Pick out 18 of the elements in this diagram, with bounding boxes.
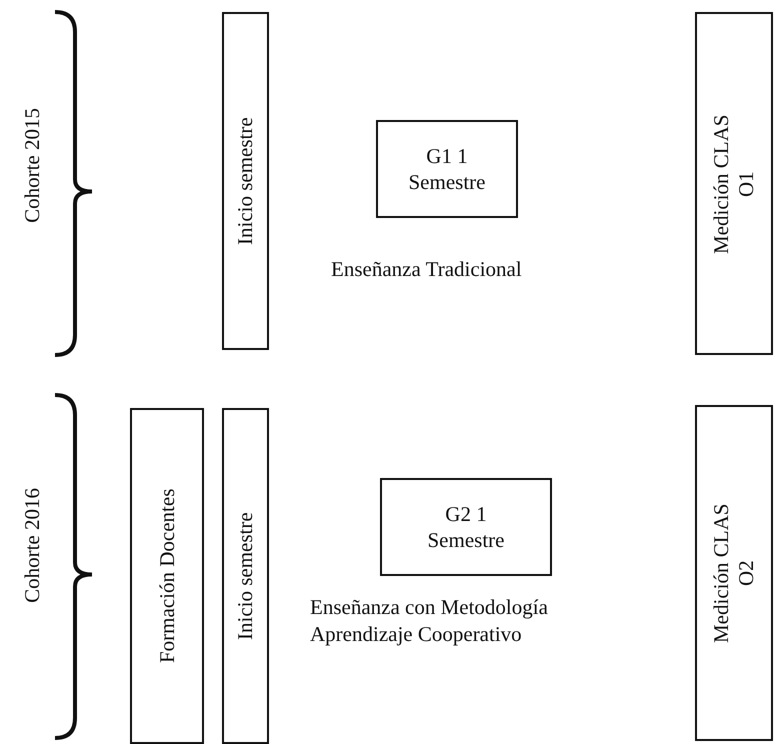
box-label: Inicio semestre [233, 116, 258, 247]
cohort-label: Cohorte 2016 [20, 488, 44, 602]
group-box [380, 478, 552, 576]
vertical-box [695, 405, 773, 741]
box-label: G2 1 Semestre [426, 500, 506, 554]
box-label: Formación Docentes [154, 488, 180, 666]
vertical-box [130, 408, 204, 744]
vertical-box [695, 12, 773, 355]
group-box [376, 120, 518, 218]
box-label: Medición CLAS O2 [709, 503, 759, 643]
box-label: Inicio semestre [233, 511, 258, 642]
vertical-box [222, 408, 269, 744]
cohort-label: Cohorte 2015 [20, 108, 44, 222]
vertical-box [222, 12, 269, 350]
box-label: Medición CLAS O1 [709, 114, 759, 254]
box-label: G1 1 Semestre [408, 142, 486, 196]
method-caption: Enseñanza con Metodología Aprendizaje Cooperativo [310, 594, 549, 648]
method-caption: Enseñanza Tradicional [331, 256, 523, 283]
